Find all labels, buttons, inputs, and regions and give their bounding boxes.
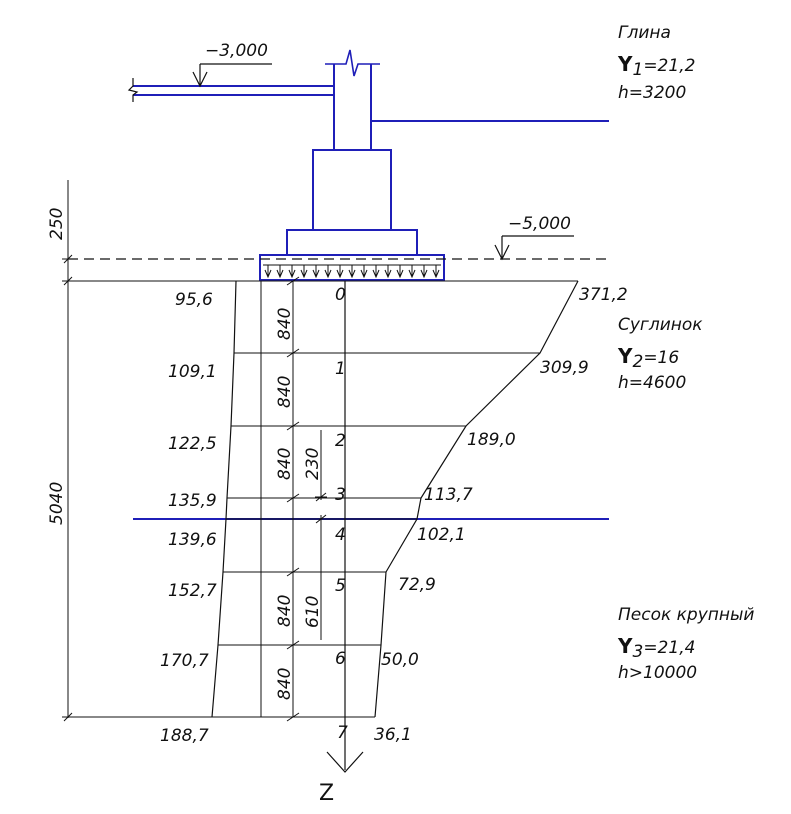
elevation-mark-base	[494, 235, 574, 261]
z-axis-label: Z	[319, 781, 334, 806]
elevation-base-label: −5,000	[508, 214, 571, 234]
foundation-slab	[259, 254, 445, 281]
layer-2-name: Суглинок	[618, 315, 703, 335]
point-index-label-1: 1	[335, 359, 346, 379]
dim-840-label-3: 840	[275, 448, 295, 480]
dim-840-label-2: 840	[275, 376, 295, 408]
natural-pressure-label-1: 109,1	[168, 362, 217, 382]
point-index-label-6: 6	[335, 649, 346, 669]
layer-2-gamma-value: =16	[643, 348, 679, 368]
natural-pressure-label-7: 188,7	[160, 726, 209, 746]
point-index-label-4: 4	[335, 525, 346, 545]
svg-text:Y2=16: Y2=16	[617, 344, 679, 372]
additional-pressure-label-3: 113,7	[424, 485, 473, 505]
layer-3-thickness: h>10000	[618, 663, 697, 683]
additional-pressure-label-1: 309,9	[540, 358, 589, 378]
dimension-lines-left	[62, 180, 74, 722]
point-level-lines	[212, 352, 540, 718]
point-index-label-5: 5	[335, 576, 346, 596]
natural-pressure-label-2: 122,5	[168, 434, 217, 454]
additional-pressure-curve	[374, 280, 579, 718]
dim-840-label-1: 840	[275, 308, 295, 340]
layer-1-gamma: Y	[617, 52, 633, 76]
natural-pressure-label-6: 170,7	[160, 651, 209, 671]
point-labels: 95,6 371,2 0 109,1 309,9 1 122,5 189,0 2 135,9 113…	[160, 285, 628, 746]
layer-1-thickness: h=3200	[618, 83, 686, 103]
slab-break-mark	[127, 78, 139, 102]
layer-1-gamma-sub: 1	[632, 60, 643, 80]
elevation-top-label: −3,000	[205, 41, 268, 61]
pressure-arrow-group	[264, 265, 440, 279]
point-index-label-7: 7	[337, 723, 348, 743]
extra-dimension-lines	[292, 430, 327, 645]
dim-5040-label: 5040	[47, 482, 67, 525]
additional-pressure-label-7: 36,1	[374, 725, 412, 745]
additional-pressure-label-0: 371,2	[579, 285, 628, 305]
layer-2-thickness: h=4600	[618, 373, 686, 393]
natural-pressure-label-5: 152,7	[168, 581, 217, 601]
additional-pressure-label-2: 189,0	[467, 430, 516, 450]
dim-840-label-5: 840	[275, 668, 295, 700]
dim-610-label: 610	[303, 596, 323, 628]
layer-2-gamma: Y	[617, 344, 633, 368]
layer-3-gamma-value: =21,4	[643, 638, 695, 658]
foundation-upper-step	[312, 149, 392, 231]
sublayer-ticks	[286, 276, 300, 722]
layer-3-gamma-sub: 3	[632, 642, 643, 662]
additional-pressure-label-5: 72,9	[398, 575, 436, 595]
natural-pressure-curve	[211, 280, 237, 718]
column-break-mark	[325, 49, 380, 77]
layer-3-gamma: Y	[617, 634, 633, 658]
natural-pressure-label-3: 135,9	[168, 491, 217, 511]
layer-1-gamma-value: =21,2	[643, 56, 695, 76]
foundation-lower-step	[286, 229, 418, 256]
z-axis	[326, 281, 364, 773]
layer-description-2: Суглинок Y2=16 h=4600	[617, 315, 703, 393]
layer-2-gamma-sub: 2	[632, 352, 643, 372]
elevation-mark-top	[192, 63, 272, 88]
point-index-label-0: 0	[335, 285, 346, 305]
layer-3-name: Песок крупный	[618, 605, 754, 625]
natural-pressure-label-0: 95,6	[175, 290, 213, 310]
additional-pressure-label-6: 50,0	[381, 650, 419, 670]
svg-text:Y1=21,2: Y1=21,2	[617, 52, 695, 80]
layer-description-1: Глина Y1=21,2 h=3200	[617, 23, 695, 103]
dim-250-label: 250	[47, 208, 67, 240]
foundation-structure	[133, 49, 609, 520]
dim-230-label: 230	[303, 448, 323, 480]
additional-pressure-label-4: 102,1	[417, 525, 466, 545]
svg-text:Y3=21,4: Y3=21,4	[617, 634, 695, 662]
point-index-label-2: 2	[335, 431, 346, 451]
layer-1-name: Глина	[618, 23, 671, 43]
layer-description-3: Песок крупный Y3=21,4 h>10000	[617, 605, 754, 683]
point-index-label-3: 3	[335, 485, 346, 505]
natural-pressure-label-4: 139,6	[168, 530, 217, 550]
dim-840-label-4: 840	[275, 595, 295, 627]
